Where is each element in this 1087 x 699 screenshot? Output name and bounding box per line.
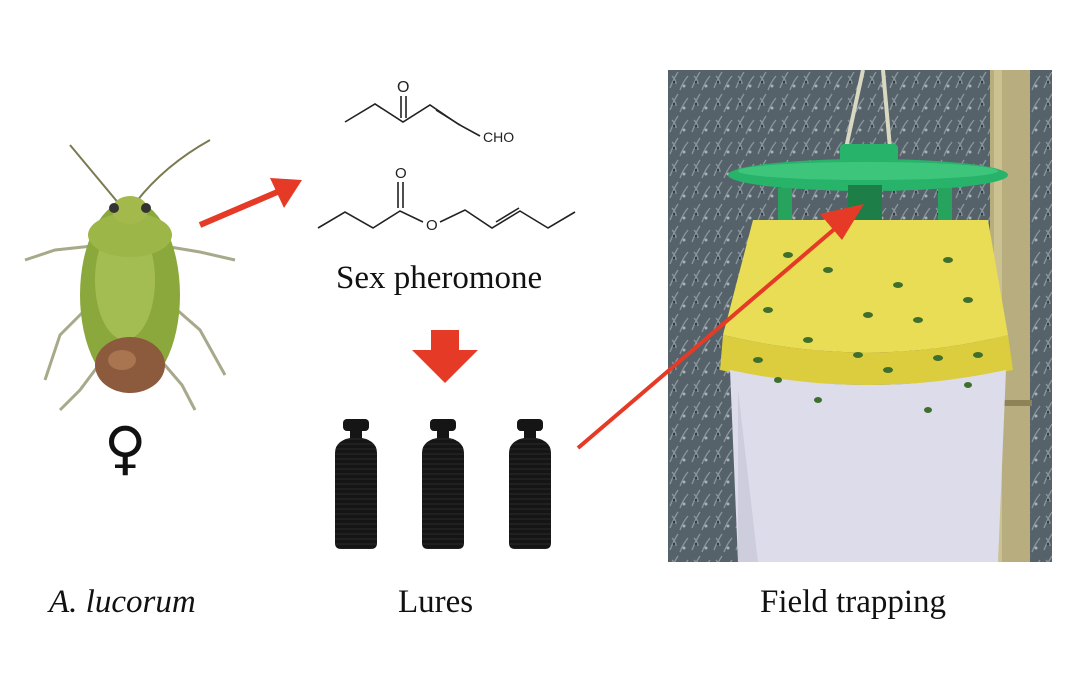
pheromone-structures: O CHO O O bbox=[317, 79, 576, 234]
arrow-down-to-lures bbox=[412, 330, 478, 383]
lure-1 bbox=[335, 419, 377, 549]
lures-group bbox=[335, 419, 551, 549]
insect-head bbox=[112, 196, 148, 224]
sex-pheromone-label: Sex pheromone bbox=[336, 260, 543, 296]
insect-eye-right bbox=[141, 203, 151, 213]
ester-link-oxygen: O bbox=[426, 217, 438, 234]
trap-funnel bbox=[723, 220, 1008, 353]
ester-carbonyl-oxygen: O bbox=[395, 165, 407, 182]
trap-cord bbox=[844, 70, 865, 149]
ester-structure bbox=[317, 182, 576, 229]
insect-illustration bbox=[24, 139, 236, 412]
trap-lid-top bbox=[840, 144, 898, 162]
female-symbol: ♀ bbox=[104, 414, 147, 482]
field-trapping-label: Field trapping bbox=[760, 584, 947, 620]
lure-2 bbox=[422, 419, 464, 549]
captured-insects bbox=[753, 252, 983, 413]
arrow-lures-to-trap bbox=[576, 204, 864, 450]
ketone-oxygen: O bbox=[397, 79, 409, 96]
arrow-insect-to-pheromone bbox=[198, 178, 302, 228]
lures-label: Lures bbox=[398, 584, 474, 620]
insect-leg bbox=[24, 243, 103, 262]
species-label: A. lucorum bbox=[49, 584, 196, 620]
ketone-aldehyde-structure bbox=[344, 96, 481, 137]
insect-eye-left bbox=[109, 203, 119, 213]
insect-antenna-left bbox=[69, 144, 121, 206]
trap-bucket bbox=[730, 370, 1006, 562]
lure-3 bbox=[509, 419, 551, 549]
insect-pronotum bbox=[88, 213, 172, 257]
aldehyde-group: CHO bbox=[483, 129, 514, 145]
insect-antenna-right bbox=[135, 139, 211, 203]
insect-wing-tip-highlight bbox=[108, 350, 136, 370]
trap-cord bbox=[881, 70, 892, 149]
